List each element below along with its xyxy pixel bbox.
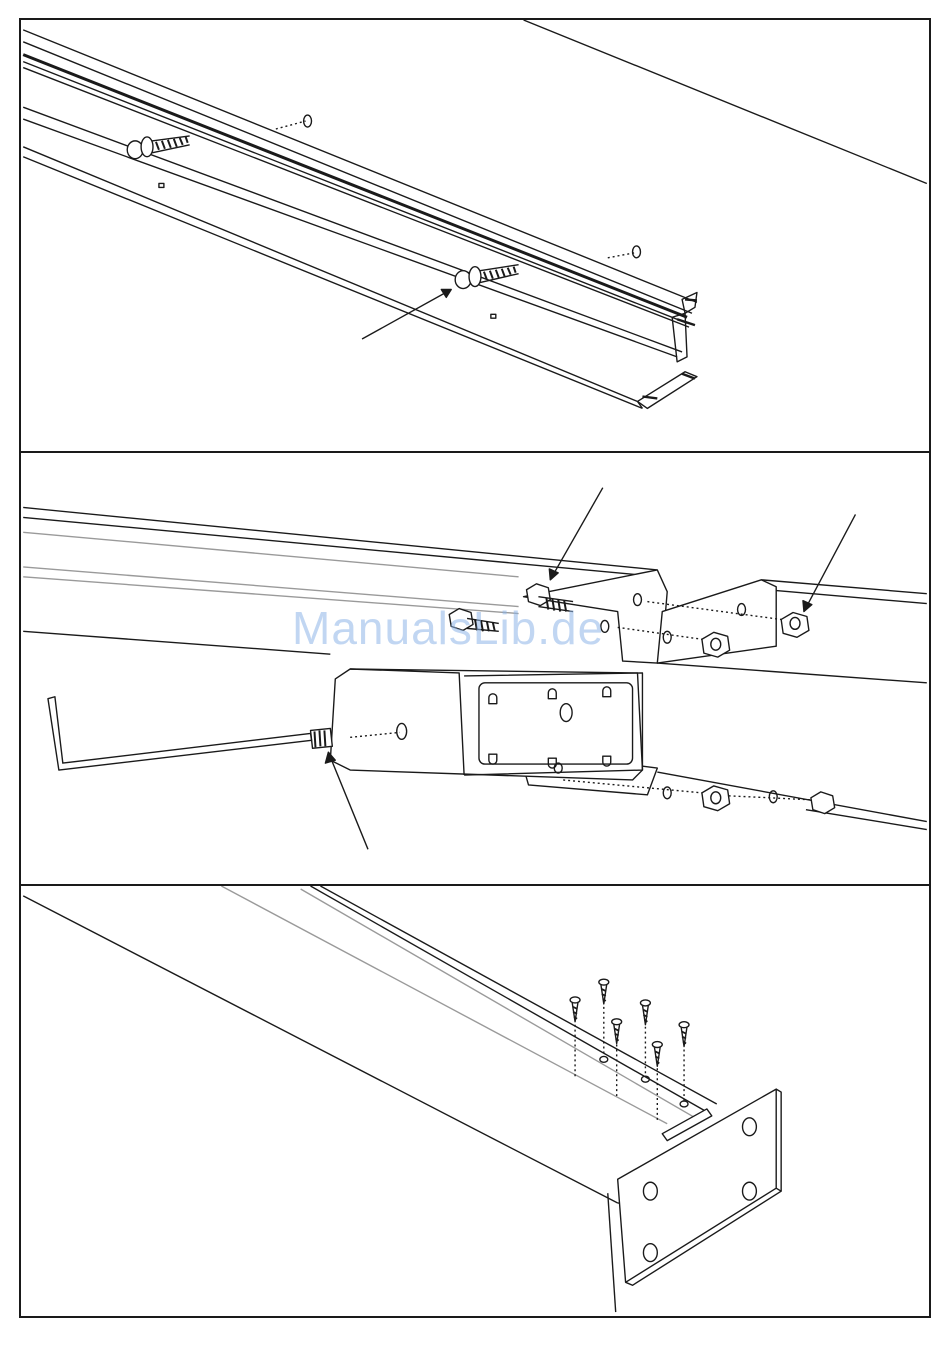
panel-bracket-assembly: ManualsLib.de (19, 451, 931, 886)
beam-rail-top (320, 886, 716, 1104)
hole-leader-1 (276, 121, 306, 129)
endplate-illustration (21, 886, 929, 1316)
screw-6 (652, 1042, 662, 1067)
nut-upper-right (781, 613, 809, 638)
arrow-top-bolt (550, 488, 603, 580)
watermark-text: ManualsLib.de (292, 601, 604, 655)
right-beam-lower (657, 663, 926, 683)
rail-groove (23, 55, 687, 318)
screws (570, 979, 689, 1066)
screw-5 (679, 1022, 689, 1047)
hole-leader-2 (608, 253, 635, 258)
panel-rail-bolts (19, 18, 931, 453)
rail-top-edge-2 (23, 42, 692, 313)
screw-3 (640, 1000, 650, 1025)
beam-end-drop (608, 1193, 616, 1312)
rail-top-edge (23, 30, 697, 302)
bolt-1 (127, 136, 189, 159)
panel-endplate-screws (19, 884, 931, 1318)
callout-arrow (362, 289, 451, 339)
nut-middle (702, 632, 730, 657)
rail-bolt-illustration (21, 20, 929, 451)
rail-face-line (23, 107, 682, 352)
hole-2 (633, 246, 641, 258)
screw-leaders (575, 1007, 684, 1120)
background-edge (524, 20, 927, 183)
set-screw (311, 728, 333, 748)
mark-1 (159, 183, 164, 187)
nut-lower-right (811, 792, 835, 814)
beam-bottom (23, 631, 330, 654)
rail-bottom-edge-2 (23, 157, 642, 409)
screw-4 (612, 1019, 622, 1044)
screw-1 (570, 997, 580, 1022)
rail-end-top (682, 292, 697, 313)
end-pins (642, 299, 696, 398)
rail-face-line-2 (23, 119, 677, 357)
rail-bottom-edge (23, 147, 637, 402)
hex-key (48, 697, 312, 770)
bracket-illustration (21, 453, 929, 884)
beam-inner (221, 886, 667, 1124)
bolt-2 (455, 265, 518, 289)
channel-box (330, 669, 642, 780)
nut-lower (702, 786, 730, 811)
mark-2 (491, 314, 496, 318)
screw-2 (599, 979, 609, 1004)
